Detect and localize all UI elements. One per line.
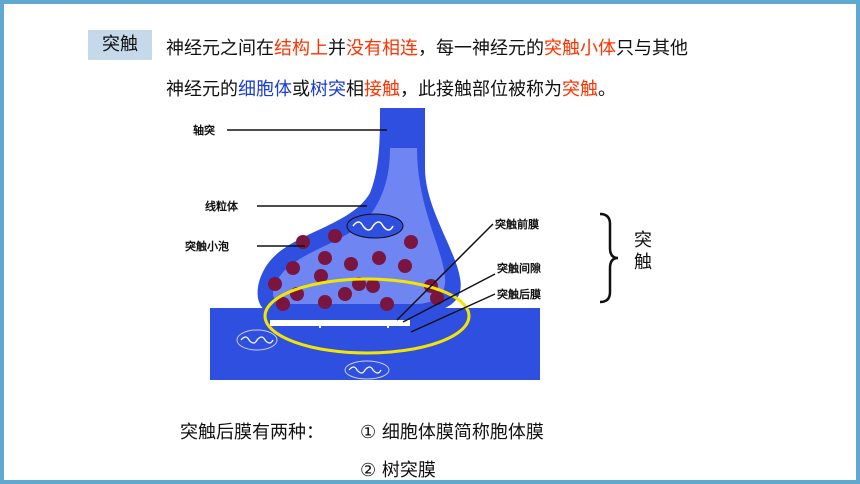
definition-line-2: 神经元的细胞体或树突相接触，此接触部位被称为突触。 [166,75,616,101]
vesicle [344,257,358,271]
line2-segment: 突触 [562,79,598,100]
brace-icon [599,212,619,304]
line1-segment: 神经元之间在 [166,38,274,59]
line1-segment: ，每一神经元的 [418,38,544,59]
line2-segment: 相 [346,79,364,100]
question-text: 突触后膜有两种： [180,422,324,443]
vesicle [366,279,380,293]
definition-line-1: 神经元之间在结构上并没有相连，每一神经元的突触小体只与其他 [166,34,688,60]
line2-segment: 接触 [364,79,400,100]
vesicle [398,259,412,273]
synaptic-cleft [270,320,410,326]
line2-segment: 细胞体 [238,79,292,100]
line2-segment: 或 [292,79,310,100]
label-mitochondria: 线粒体 [205,199,239,213]
synapse-diagram: 轴突 线粒体 突触小泡 突触前膜 突触间隙 突触后膜 [185,108,541,380]
vesicle [296,235,310,249]
label-postsynaptic: 突触后膜 [497,287,541,301]
topic-tag: 突触 [88,30,152,60]
answer-1: ① 细胞体膜简称胞体膜 [360,422,544,443]
line1-segment: 没有相连 [346,38,418,59]
line2-segment: 神经元的 [166,79,238,100]
brace-label-char-1: 突 [634,230,652,251]
label-cleft: 突触间隙 [497,261,541,275]
vesicle [338,287,352,301]
vesicle [314,269,328,283]
line1-segment: 突触小体 [544,38,616,59]
vesicle [328,229,342,243]
label-vesicle: 突触小泡 [185,239,229,253]
vesicle [268,277,282,291]
vesicle [430,291,444,305]
line1-segment: 并 [328,38,346,59]
mitochondrion-2 [236,329,278,351]
line2-segment: ，此接触部位被称为 [400,79,562,100]
vesicle [404,235,418,249]
line1-segment: 结构上 [274,38,328,59]
vesicle [318,251,332,265]
mitochondrion-3 [344,360,390,380]
brace-label-char-2: 触 [634,252,652,273]
label-axon: 轴突 [193,123,215,137]
line2-segment: 。 [598,79,616,100]
vesicle [286,261,300,275]
answer-2: ② 树突膜 [360,460,436,481]
label-presynaptic: 突触前膜 [495,217,539,231]
line1-segment: 只与其他 [616,38,688,59]
vesicle [380,297,394,311]
vesicle [318,295,332,309]
vesicle [372,251,386,265]
brace-label: 突 触 [632,230,654,274]
line2-segment: 树突 [310,79,346,100]
vesicle [276,297,290,311]
synapse-highlight-ellipse [263,277,471,355]
mitochondrion-1 [346,213,404,239]
